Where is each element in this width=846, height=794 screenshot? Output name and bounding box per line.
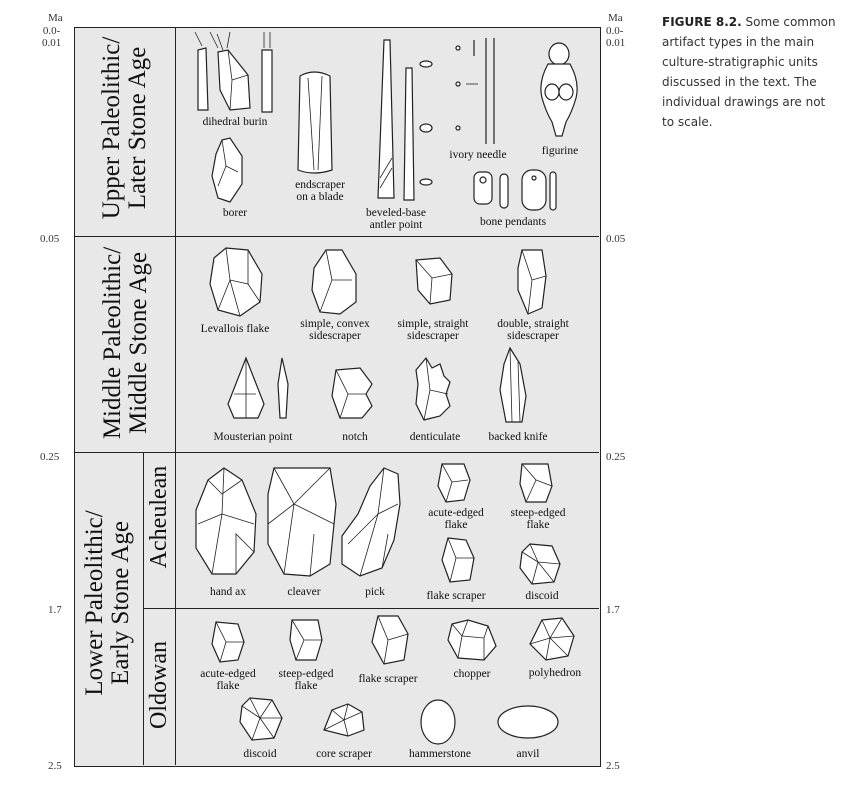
right-scale-005: 0.05 bbox=[606, 233, 626, 245]
label-anvil: anvil bbox=[516, 748, 540, 760]
period-lower-paleolithic: Lower Paleolithic/ Early Stone Age bbox=[81, 510, 134, 696]
acheulean-flake-scraper-drawing bbox=[441, 537, 475, 583]
label-acheulean-steep-flake: steep-edged flake bbox=[510, 507, 566, 531]
dihedral-burin-drawing bbox=[194, 31, 273, 113]
polyhedron-drawing bbox=[529, 617, 575, 661]
subperiod-acheulean: Acheulean bbox=[146, 465, 172, 569]
label-cleaver: cleaver bbox=[287, 586, 321, 598]
double-sidescraper-drawing bbox=[517, 249, 547, 315]
label-dihedral-burin: dihedral burin bbox=[202, 116, 268, 128]
label-oldowan-discoid: discoid bbox=[243, 748, 277, 760]
label-polyhedron: polyhedron bbox=[528, 667, 582, 679]
label-chopper: chopper bbox=[453, 668, 491, 680]
label-notch: notch bbox=[342, 431, 368, 443]
label-endscraper: endscraper on a blade bbox=[295, 179, 345, 203]
left-scale-005: 0.05 bbox=[40, 233, 60, 245]
label-borer: borer bbox=[222, 207, 248, 219]
right-scale-unit: Ma bbox=[608, 12, 623, 24]
notch-drawing bbox=[331, 367, 373, 419]
endscraper-drawing bbox=[297, 71, 333, 174]
hand-ax-drawing bbox=[195, 467, 257, 575]
label-figurine: figurine bbox=[541, 145, 579, 157]
left-scale-top: 0.0- 0.01 bbox=[42, 25, 62, 49]
divider-upper-middle bbox=[75, 236, 599, 237]
label-ivory-needle: ivory needle bbox=[449, 149, 507, 161]
figurine-drawing bbox=[540, 42, 578, 137]
antler-point-drawing bbox=[377, 39, 433, 201]
label-core-scraper: core scraper bbox=[316, 748, 372, 760]
label-acheulean-acute-flake: acute-edged flake bbox=[428, 507, 484, 531]
convex-sidescraper-drawing bbox=[311, 249, 357, 315]
period-label-divider bbox=[175, 28, 176, 765]
backed-knife-drawing bbox=[499, 346, 527, 423]
ivory-needle-drawing bbox=[455, 38, 495, 144]
label-straight-sidescraper: simple, straight sidescraper bbox=[397, 318, 469, 342]
label-oldowan-flake-scraper: flake scraper bbox=[358, 673, 418, 685]
label-convex-sidescraper: simple, convex sidescraper bbox=[300, 318, 370, 342]
label-antler-point: beveled-base antler point bbox=[365, 207, 427, 231]
period-middle-paleolithic: Middle Paleolithic/ Middle Stone Age bbox=[99, 246, 152, 440]
period-upper-paleolithic: Upper Paleolithic/ Later Stone Age bbox=[98, 36, 151, 220]
acheulean-discoid-drawing bbox=[519, 543, 561, 585]
hammerstone-drawing bbox=[420, 699, 456, 745]
label-bone-pendants: bone pendants bbox=[479, 216, 547, 228]
acheulean-steep-flake-drawing bbox=[519, 463, 553, 503]
figure-caption: FIGURE 8.2. Some common artifact types i… bbox=[662, 12, 840, 132]
label-mousterian-point: Mousterian point bbox=[213, 431, 293, 443]
acheulean-acute-flake-drawing bbox=[437, 463, 471, 503]
caption-text: Some common artifact types in the main c… bbox=[662, 15, 836, 129]
oldowan-steep-flake-drawing bbox=[289, 619, 323, 661]
right-scale-25: 2.5 bbox=[606, 760, 620, 772]
divider-acheulean-oldowan bbox=[143, 608, 599, 609]
straight-sidescraper-drawing bbox=[415, 257, 453, 305]
mousterian-point-drawing bbox=[227, 356, 289, 419]
divider-middle-lower bbox=[75, 452, 599, 453]
cleaver-drawing bbox=[267, 467, 337, 577]
label-oldowan-steep-flake: steep-edged flake bbox=[278, 668, 334, 692]
right-scale-top: 0.0- 0.01 bbox=[606, 25, 626, 49]
label-levallois-flake: Levallois flake bbox=[200, 323, 270, 335]
chopper-drawing bbox=[447, 619, 497, 661]
core-scraper-drawing bbox=[323, 703, 365, 737]
left-scale-17: 1.7 bbox=[48, 604, 62, 616]
left-scale-unit: Ma bbox=[48, 12, 63, 24]
levallois-flake-drawing bbox=[209, 247, 263, 317]
label-backed-knife: backed knife bbox=[488, 431, 548, 443]
oldowan-flake-scraper-drawing bbox=[371, 615, 409, 665]
label-oldowan-acute-flake: acute-edged flake bbox=[200, 668, 256, 692]
label-denticulate: denticulate bbox=[409, 431, 461, 443]
label-double-sidescraper: double, straight sidescraper bbox=[497, 318, 569, 342]
lower-subperiod-divider bbox=[143, 452, 144, 765]
label-hand-ax: hand ax bbox=[209, 586, 247, 598]
subperiod-oldowan: Oldowan bbox=[146, 641, 172, 729]
caption-label: FIGURE 8.2. bbox=[662, 15, 742, 29]
borer-drawing bbox=[211, 137, 243, 203]
label-acheulean-flake-scraper: flake scraper bbox=[426, 590, 486, 602]
oldowan-discoid-drawing bbox=[239, 697, 283, 741]
right-scale-17: 1.7 bbox=[606, 604, 620, 616]
label-hammerstone: hammerstone bbox=[409, 748, 471, 760]
oldowan-acute-flake-drawing bbox=[211, 621, 245, 663]
denticulate-drawing bbox=[415, 356, 451, 421]
pick-drawing bbox=[341, 467, 401, 577]
label-pick: pick bbox=[365, 586, 385, 598]
bone-pendants-drawing bbox=[473, 169, 557, 211]
left-scale-25: 2.5 bbox=[48, 760, 62, 772]
right-scale-025: 0.25 bbox=[606, 451, 626, 463]
label-acheulean-discoid: discoid bbox=[525, 590, 559, 602]
left-scale-025: 0.25 bbox=[40, 451, 60, 463]
anvil-drawing bbox=[497, 705, 559, 739]
